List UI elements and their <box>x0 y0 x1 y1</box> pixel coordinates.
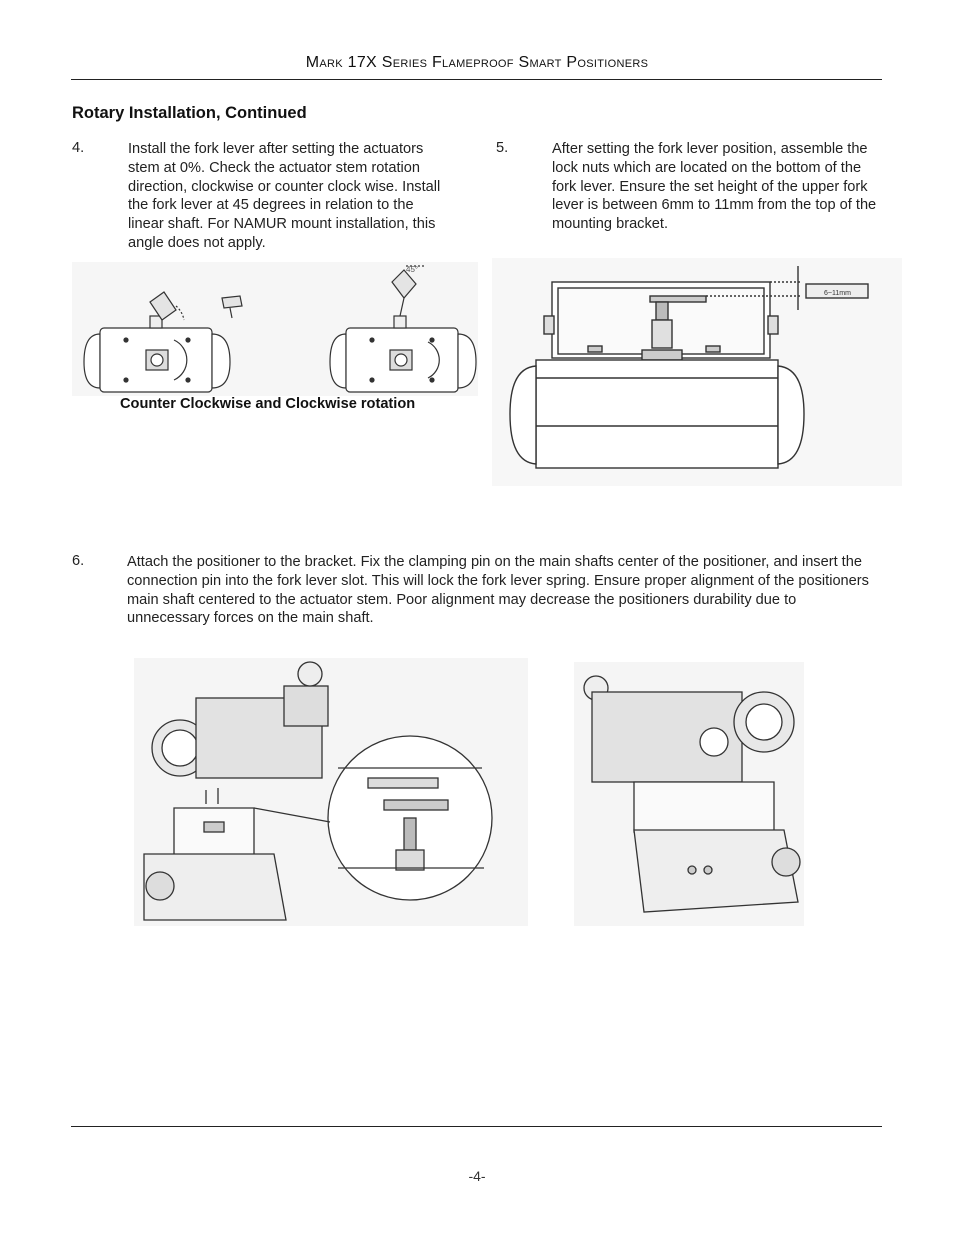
dimension-label: 6~11mm <box>824 290 851 297</box>
left-actuator-illustration <box>83 291 243 393</box>
page-number: -4- <box>468 1168 486 1184</box>
angle-label: 45° <box>406 265 418 274</box>
header-rule <box>71 79 882 80</box>
step-4-number: 4. <box>72 140 85 156</box>
step-6-number: 6. <box>72 553 85 569</box>
rotation-caption: Counter Clockwise and Clockwise rotation <box>120 396 416 412</box>
step-5-text: After setting the fork lever position, a… <box>552 141 877 233</box>
step-4-text: Install the fork lever after setting the… <box>128 141 441 251</box>
footer-rule <box>71 1126 882 1127</box>
fork-lever-height-diagram: 6~11mm <box>492 258 902 486</box>
positioner-assembly-diagram <box>134 658 528 926</box>
rotation-diagram-figure: 45° <box>72 262 478 396</box>
right-actuator-illustration <box>329 265 477 393</box>
positioner-mounted-diagram <box>574 662 804 926</box>
positioner-mounted-figure <box>574 662 804 926</box>
document-header-title: Mark 17X Series Flameproof Smart Positio… <box>305 54 649 71</box>
fork-lever-height-figure: 6~11mm <box>492 258 902 486</box>
step-5-number: 5. <box>496 140 509 156</box>
step-6-text: Attach the positioner to the bracket. Fi… <box>127 554 869 627</box>
rotation-diagram: 45° <box>72 262 478 396</box>
section-title: Rotary Installation, Continued <box>72 104 307 122</box>
positioner-assembly-figure <box>134 658 528 926</box>
